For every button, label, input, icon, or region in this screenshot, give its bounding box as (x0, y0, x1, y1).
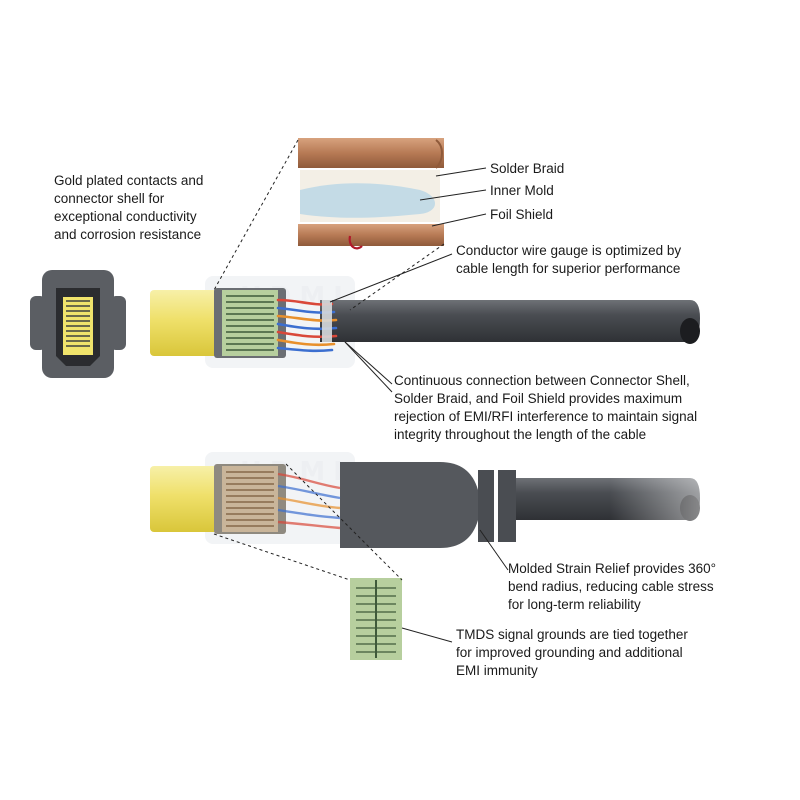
foil-shield-label: Foil Shield (490, 207, 554, 222)
strain-relief-caption: Molded Strain Relief provides 360° bend … (508, 561, 717, 612)
conductor-gauge-caption: Conductor wire gauge is optimized by cab… (456, 243, 682, 276)
tmds-grounds-caption: TMDS signal grounds are tied together fo… (456, 627, 688, 678)
hdmi-port-icon (30, 270, 126, 378)
solder-braid-label: Solder Braid (490, 161, 565, 176)
bottom-cable-assembly (150, 452, 800, 550)
top-cable-cutaway (150, 276, 700, 368)
continuous-connection-caption: Continuous connection between Connector … (394, 373, 698, 442)
inner-mold-label: Inner Mold (490, 183, 554, 198)
gold-contacts-caption: Gold plated contacts and connector shell… (54, 173, 204, 242)
pcb-closeup-inset (350, 578, 402, 660)
projection-lines (213, 139, 445, 581)
leader-lines (329, 167, 509, 643)
layer-closeup-inset (298, 138, 444, 250)
